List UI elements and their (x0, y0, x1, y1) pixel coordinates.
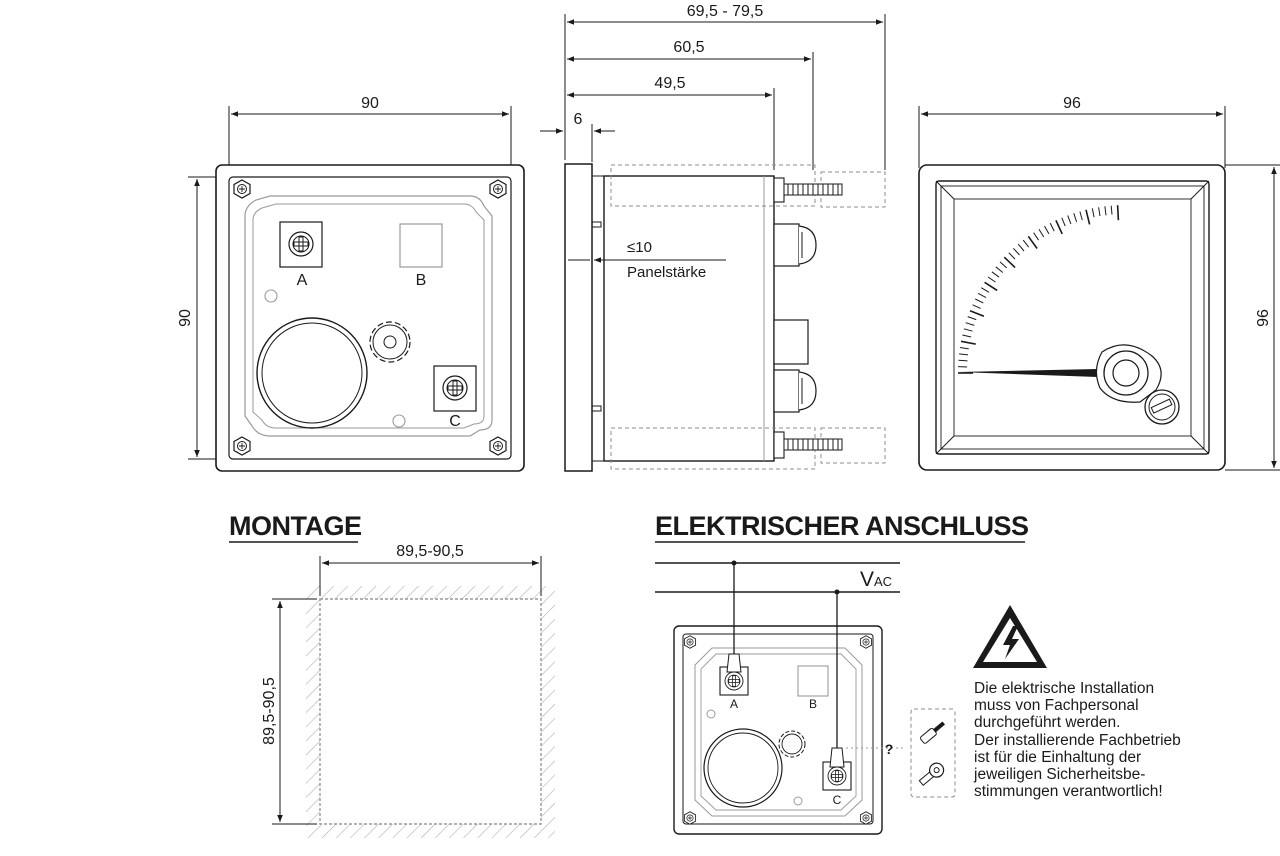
wiring-device (674, 626, 882, 834)
scale-major-tick (1118, 205, 1119, 220)
front-view: 96 96 (919, 95, 1280, 470)
ring-terminal-icon (917, 760, 947, 788)
hex-nut-icon (490, 437, 506, 455)
scale-minor-tick (959, 360, 968, 361)
back-housing (216, 165, 524, 471)
hex-nut-icon (234, 180, 250, 198)
warning-text: Die elektrische Installation muss von Fa… (973, 680, 1185, 800)
depth-1-label: 49,5 (654, 75, 685, 92)
electrical-title: ELEKTRISCHER ANSCHLUSS (655, 511, 1029, 541)
connector-options-box (911, 709, 955, 797)
connector-question-mark: ? (885, 741, 894, 757)
crimp-pin-icon (920, 720, 947, 744)
wiring-terminal-b-label: B (809, 697, 817, 711)
high-voltage-warning-icon (973, 605, 1047, 668)
hex-nut-icon (234, 437, 250, 455)
terminal-c-label: C (449, 413, 461, 430)
side-housing (604, 176, 774, 461)
zero-adjust-knob (370, 322, 410, 362)
wiring-terminal-c-label: C (833, 793, 842, 807)
electrical-section: ELEKTRISCHER ANSCHLUSS VAC A B C (655, 511, 1185, 834)
side-bezel (565, 164, 592, 471)
phillips-screw-icon (443, 376, 467, 400)
hex-nut-icon (490, 180, 506, 198)
montage-section: MONTAGE 89,5-90,5 89,5-90,5 (229, 511, 555, 838)
voltage-label: VAC (860, 568, 892, 591)
panel-label: Panelstärke (627, 264, 706, 281)
back-height-label: 90 (177, 309, 194, 327)
side-view: 69,5 - 79,5 60,5 49,5 6 ≤10 Panelstärke (540, 3, 885, 471)
back-width-label: 90 (361, 95, 379, 112)
cutout-width-label: 89,5-90,5 (396, 543, 464, 560)
back-view: 90 90 A B C (177, 95, 524, 471)
front-bezel (919, 165, 1225, 470)
terminal-b-label: B (416, 272, 427, 289)
phillips-screw-icon (289, 232, 313, 256)
cutout-height-label: 89,5-90,5 (261, 677, 278, 745)
panel-cutout-hatch (306, 586, 555, 838)
montage-title: MONTAGE (229, 511, 362, 541)
panel-max-label: ≤10 (627, 239, 652, 256)
front-width-label: 96 (1063, 95, 1081, 112)
overall-depth-label: 69,5 - 79,5 (687, 3, 764, 20)
bezel-depth-label: 6 (574, 111, 583, 128)
wiring-terminal-a-label: A (730, 697, 738, 711)
front-height-label: 96 (1255, 309, 1272, 327)
depth-2-label: 60,5 (673, 39, 704, 56)
terminal-a-label: A (297, 272, 308, 289)
